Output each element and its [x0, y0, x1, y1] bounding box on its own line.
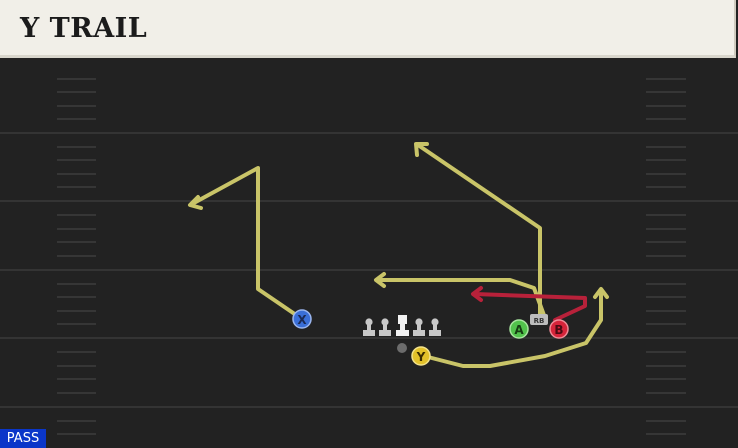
lineman-lg — [379, 318, 391, 336]
yard-lines — [0, 132, 738, 408]
route-x-arrow — [188, 195, 203, 210]
player-x: X — [292, 309, 312, 329]
route-y-arrow — [593, 287, 609, 299]
player-x-label: X — [297, 313, 307, 327]
route-rb-arrow — [374, 272, 386, 288]
route-b-arrow — [471, 286, 483, 302]
route-a-post — [416, 143, 542, 324]
hash-marks-right — [646, 78, 686, 435]
player-a: A — [509, 319, 529, 339]
route-rb-drag — [376, 278, 547, 320]
offensive-line — [363, 315, 441, 336]
player-y: Y — [411, 346, 431, 366]
play-title: Y TRAIL — [20, 13, 148, 44]
lineman-rt — [429, 318, 441, 336]
lineman-lt — [363, 318, 375, 336]
player-b-label: B — [554, 323, 563, 337]
route-a-arrow — [414, 142, 429, 157]
player-rb: RB — [530, 314, 548, 325]
lineman-rg — [413, 318, 425, 336]
player-a-label: A — [514, 323, 524, 337]
quarterback-marker — [397, 343, 407, 353]
play-header: Y TRAIL — [0, 0, 736, 58]
player-b: B — [549, 319, 569, 339]
play-type-badge: PASS — [0, 429, 46, 448]
player-rb-label: RB — [534, 317, 545, 325]
route-y-trail — [422, 290, 603, 368]
lineman-center — [396, 315, 409, 336]
hash-marks-left — [57, 78, 96, 435]
route-x — [190, 166, 304, 321]
player-y-label: Y — [416, 350, 426, 364]
